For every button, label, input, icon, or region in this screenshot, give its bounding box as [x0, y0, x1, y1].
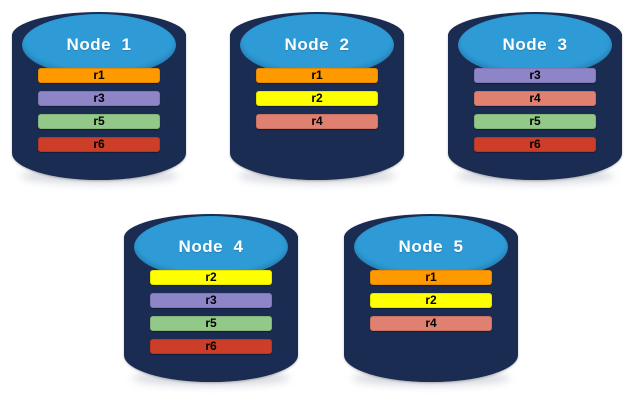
node-title: Node 2: [284, 35, 350, 54]
row-list: r2 r3 r5 r6: [150, 270, 272, 354]
cylinder-lid: Node 5: [354, 216, 508, 278]
row-r2[interactable]: r2: [256, 91, 378, 106]
row-r5[interactable]: r5: [474, 114, 596, 129]
cylinder-lid: Node 4: [134, 216, 288, 278]
node-title: Node 5: [398, 237, 464, 256]
cylinder-lid: Node 3: [458, 14, 612, 76]
node-4[interactable]: Node 4 r2 r3 r5 r6: [122, 208, 300, 390]
row-list: r3 r4 r5 r6: [474, 68, 596, 152]
row-r5[interactable]: r5: [38, 114, 160, 129]
row-r1[interactable]: r1: [256, 68, 378, 83]
node-title: Node 3: [502, 35, 568, 54]
node-3[interactable]: Node 3 r3 r4 r5 r6: [446, 6, 624, 188]
row-r5[interactable]: r5: [150, 316, 272, 331]
row-list: r1 r2 r4: [370, 270, 492, 331]
node-1[interactable]: Node 1 r1 r3 r5 r6: [10, 6, 188, 188]
cylinder-lid: Node 1: [22, 14, 176, 76]
node-title: Node 1: [66, 35, 132, 54]
node-title: Node 4: [178, 237, 244, 256]
row-r6[interactable]: r6: [150, 339, 272, 354]
row-r4[interactable]: r4: [256, 114, 378, 129]
node-2[interactable]: Node 2 r1 r2 r4: [228, 6, 406, 188]
row-list: r1 r2 r4: [256, 68, 378, 129]
row-r1[interactable]: r1: [370, 270, 492, 285]
row-r3[interactable]: r3: [150, 293, 272, 308]
row-r2[interactable]: r2: [370, 293, 492, 308]
row-r6[interactable]: r6: [38, 137, 160, 152]
row-r2[interactable]: r2: [150, 270, 272, 285]
row-r6[interactable]: r6: [474, 137, 596, 152]
cylinder-lid: Node 2: [240, 14, 394, 76]
row-r4[interactable]: r4: [474, 91, 596, 106]
row-r1[interactable]: r1: [38, 68, 160, 83]
row-r3[interactable]: r3: [38, 91, 160, 106]
node-5[interactable]: Node 5 r1 r2 r4: [342, 208, 520, 390]
row-r4[interactable]: r4: [370, 316, 492, 331]
row-r3[interactable]: r3: [474, 68, 596, 83]
row-list: r1 r3 r5 r6: [38, 68, 160, 152]
